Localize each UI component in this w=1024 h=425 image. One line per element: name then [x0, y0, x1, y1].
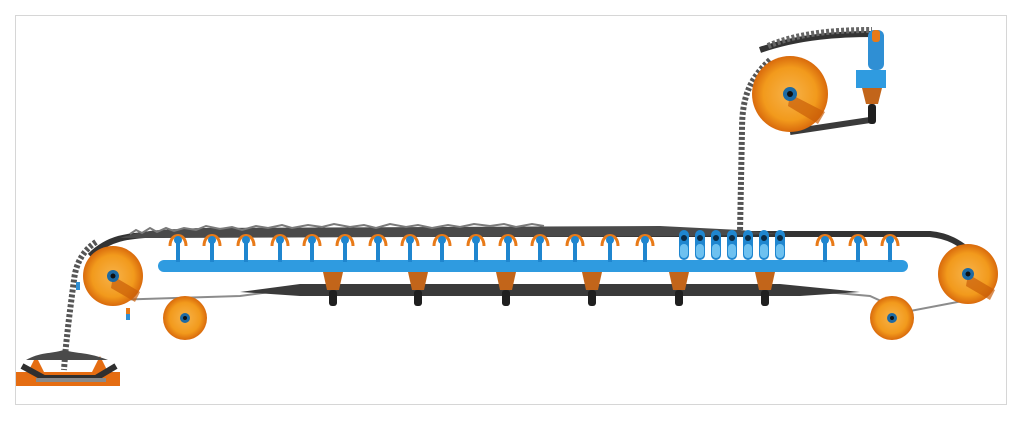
tripper-pulley	[752, 56, 828, 132]
impact-idler	[727, 230, 737, 260]
return-support	[582, 272, 602, 306]
carrying-idlers	[168, 234, 900, 262]
snub-pulley-right	[870, 296, 914, 340]
carrying-idler	[600, 234, 620, 262]
impact-idler	[759, 230, 769, 260]
return-support	[408, 272, 428, 306]
carrying-idler	[335, 234, 355, 262]
head-pulley	[938, 244, 998, 304]
carrying-idler	[815, 234, 835, 262]
coal-load	[120, 226, 780, 238]
carrying-idler	[565, 234, 585, 262]
carrying-idler	[848, 234, 868, 262]
impact-idler	[775, 230, 785, 260]
impact-idler	[679, 230, 689, 260]
carrying-idler	[270, 234, 290, 262]
diagram-frame	[15, 15, 1007, 405]
loading-trough	[16, 350, 120, 386]
carrying-idler	[302, 234, 322, 262]
carrying-idler	[530, 234, 550, 262]
return-support	[669, 272, 689, 306]
carrying-idler	[432, 234, 452, 262]
return-support	[496, 272, 516, 306]
carrying-idler	[880, 234, 900, 262]
frame-beam	[158, 260, 908, 272]
coal-texture	[129, 222, 545, 235]
impact-idlers	[679, 230, 785, 260]
return-support	[755, 272, 775, 306]
impact-idler	[711, 230, 721, 260]
carrying-idler	[202, 234, 222, 262]
drip-markers	[76, 282, 130, 320]
carrying-idler	[498, 234, 518, 262]
return-belt-band	[240, 284, 860, 296]
return-supports	[323, 272, 775, 306]
impact-idler	[743, 230, 753, 260]
tripper-coal	[766, 27, 873, 49]
carrying-idler	[236, 234, 256, 262]
return-support	[323, 272, 343, 306]
falling-coal-left	[61, 239, 98, 371]
coal-stream-tripper	[737, 57, 773, 233]
tripper-return-belt	[789, 117, 871, 135]
tripper-drive	[856, 30, 886, 124]
impact-idler	[695, 230, 705, 260]
tail-pulley	[83, 246, 143, 306]
snub-pulley-left	[163, 296, 207, 340]
tripper-belt	[759, 31, 876, 53]
carrying-idler	[466, 234, 486, 262]
carrying-idler	[635, 234, 655, 262]
carrying-idler	[400, 234, 420, 262]
carrying-idler	[368, 234, 388, 262]
carrying-idler	[168, 234, 188, 262]
